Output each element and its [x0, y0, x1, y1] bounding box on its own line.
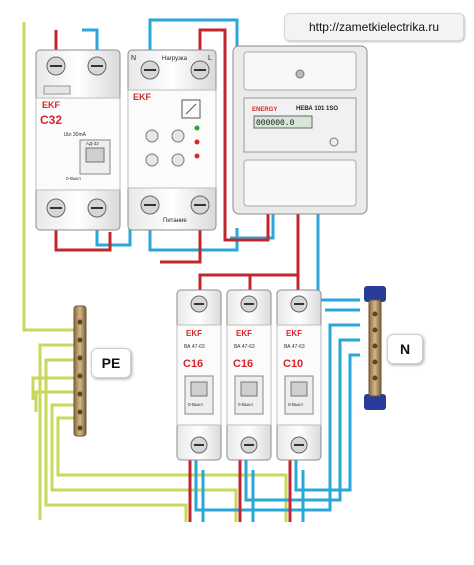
breaker-1 — [176, 289, 222, 461]
rcd-switch-text: 0-Выкл — [66, 176, 81, 181]
breaker-3 — [276, 289, 322, 461]
meter-brand: ENERGY — [252, 107, 277, 113]
breaker-3-model: ВА 47-63 — [284, 344, 305, 350]
breaker-1-model: ВА 47-63 — [184, 344, 205, 350]
voltage-relay-device — [127, 49, 217, 231]
pe-label: PE — [91, 348, 131, 378]
site-url-badge: http://zametkielectrika.ru — [284, 13, 464, 41]
ground-wires — [22, 22, 288, 522]
breaker-1-brand: EKF — [186, 329, 202, 338]
relay-terminal-l: L — [208, 55, 212, 62]
breaker-1-rating: C16 — [183, 358, 203, 370]
breaker-2-brand: EKF — [236, 329, 252, 338]
rcd-device — [35, 49, 121, 231]
n-bus-bar — [364, 286, 386, 410]
breaker-3-brand: EKF — [286, 329, 302, 338]
rcd-brand: EKF — [42, 100, 61, 110]
phase-wires — [54, 28, 300, 522]
breaker-3-switch-text: 0-Выкл — [288, 402, 303, 407]
rcd-spec: IΔn 30mA — [64, 132, 87, 138]
n-label: N — [387, 334, 423, 364]
breaker-2-switch-text: 0-Выкл — [238, 402, 253, 407]
breaker-2-model: ВА 47-63 — [234, 344, 255, 350]
rcd-model: АД-32 — [86, 141, 99, 146]
relay-brand: EKF — [133, 92, 152, 102]
breaker-1-switch-text: 0-Выкл — [188, 402, 203, 407]
relay-terminal-n: N — [131, 55, 136, 62]
breaker-2 — [226, 289, 272, 461]
relay-power-label: Питание — [163, 218, 187, 224]
meter-display: 000000.0 — [256, 119, 295, 128]
meter-model: НЕВА 101 1SO — [296, 106, 338, 112]
breaker-2-rating: C16 — [233, 358, 253, 370]
relay-load-label: Нагрузка — [162, 56, 188, 62]
electricity-meter — [232, 45, 368, 215]
rcd-rating: C32 — [40, 113, 62, 127]
pe-bus-bar — [73, 305, 87, 437]
breaker-3-rating: C10 — [283, 358, 303, 370]
